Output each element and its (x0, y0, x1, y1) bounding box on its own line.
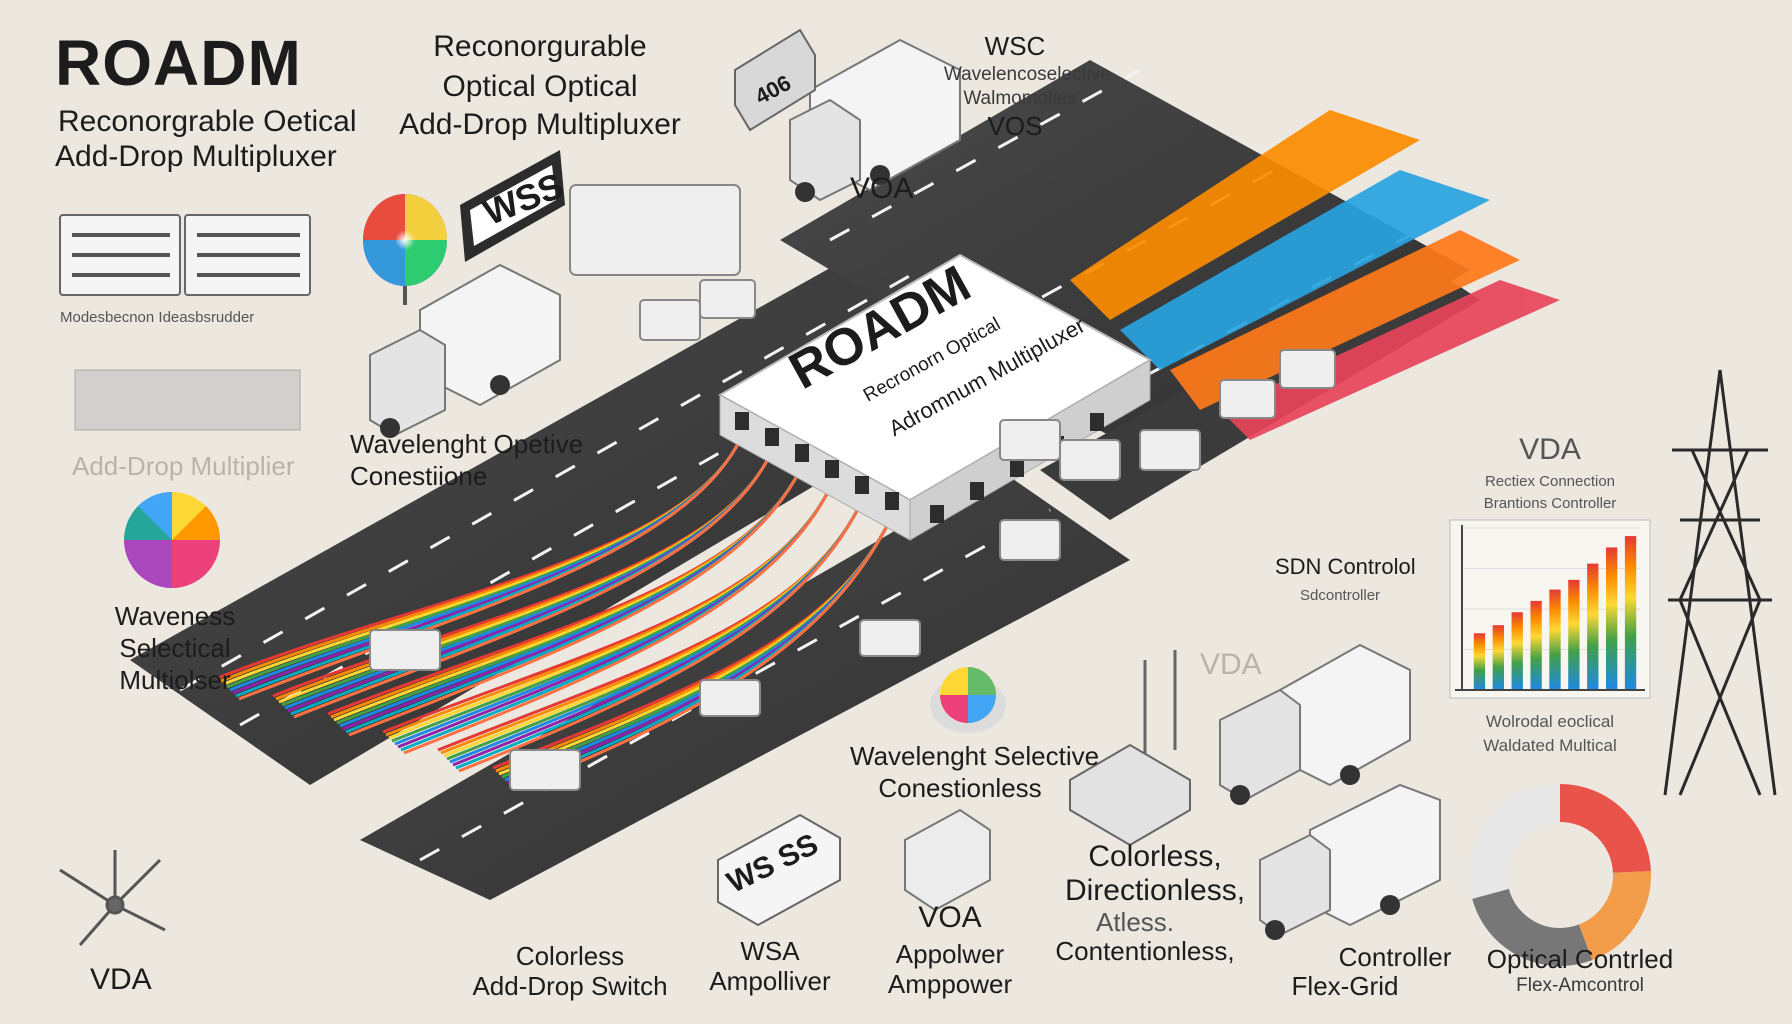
vda-right-line-2: Brantions Controller (1483, 495, 1617, 512)
transmission-tower (1663, 369, 1777, 796)
truck-left (369, 263, 561, 438)
center-title-line-1: Reconorgurable (433, 30, 647, 63)
chart-bar-4 (1530, 600, 1542, 690)
controller-line-2: Flex-Grid (1291, 971, 1399, 1001)
colorless-line-2: Add-Drop Switch (472, 971, 668, 1001)
top-device-406 (734, 28, 816, 132)
sdn-line-1: SDN Controlol (1275, 554, 1416, 579)
cdc-line-4: Contentionless, (1055, 936, 1235, 966)
router-device (1069, 650, 1191, 847)
truck-top (789, 38, 961, 202)
voa-bottom-line-1: VOA (918, 901, 982, 934)
chart-bar-5 (1549, 589, 1561, 690)
vda-right-title: VDA (1519, 433, 1581, 466)
chart-bar-9 (1624, 536, 1637, 690)
title-line-2: Add-Drop Multipluxer (55, 140, 337, 173)
fiber-strand (348, 469, 802, 737)
left-wheel-line-3: Multiolser (119, 665, 231, 695)
voa-bottom-line-3: Amppower (887, 969, 1013, 999)
vda-right-line-1: Rectiex Connection (1484, 473, 1616, 490)
chart-bar-8 (1606, 547, 1618, 690)
truck-bottom-right (1219, 643, 1411, 805)
chart-bar-1 (1473, 633, 1486, 690)
chart-bar-7 (1587, 563, 1599, 690)
colorless-line-1: Colorless (515, 941, 625, 971)
left-wheel-line-1: Waveness (114, 601, 236, 631)
left-wheel-line-2: Selectical (119, 633, 231, 663)
wsc-line-2: Walmomolies (963, 88, 1077, 109)
chart-caption-line-2: Waldated Multical (1483, 736, 1617, 755)
fiber-band-orange (1070, 110, 1420, 320)
donut-chart-right (1469, 784, 1651, 966)
fiber-band-orange-2 (1170, 230, 1520, 410)
controller-line-1: Controller (1338, 942, 1452, 972)
fiber-strand (293, 454, 772, 719)
wsa-line-1: WSA (740, 936, 800, 966)
voa-bottom-line-2: Appolwer (895, 939, 1005, 969)
wavelength-cond-line-2: Conestiione (350, 461, 488, 491)
fiber-strand (458, 504, 862, 773)
cdc-line-1: Colorless, (1088, 840, 1222, 873)
wss-signboard (460, 150, 565, 262)
wsc-label: WSC (984, 31, 1046, 61)
fiber-connectors (369, 184, 1336, 791)
wss-box-bottom (717, 813, 841, 927)
fiber-strand (238, 439, 742, 701)
chart-bar-2 (1492, 625, 1504, 690)
center-title-line-3: Add-Drop Multipluxer (399, 108, 681, 141)
add-drop-faded-label: Add-Drop Multiplier (72, 451, 295, 481)
voa-device-bottom (904, 808, 991, 912)
center-title-line-2: Optical Optical (442, 70, 638, 103)
wsc-line-1: Wavelencoselective (943, 64, 1112, 85)
chart-bar-3 (1511, 612, 1523, 690)
left-panel-caption: Modesbecnon Ideasbsrudder (60, 309, 255, 326)
main-title: ROADM (55, 27, 302, 99)
fiber-bundles-lower (217, 439, 892, 791)
vda-left-label: VDA (90, 963, 152, 996)
wsa-line-2: Ampolliver (709, 966, 831, 996)
fiber-band-red (1220, 280, 1560, 440)
fiber-band-blue (1120, 170, 1490, 370)
color-disc-center (930, 667, 1006, 733)
color-wheel-left (124, 491, 221, 588)
wavelength-sel-line-2: Conestionless (878, 773, 1042, 803)
fiber-strand (513, 519, 892, 791)
bar-chart (1449, 519, 1651, 699)
voa-top-label: VOA (850, 172, 914, 205)
chart-bar-6 (1568, 579, 1580, 690)
color-wheel-top (363, 194, 447, 305)
chart-caption-line-1: Wolrodal eoclical (1485, 712, 1615, 731)
optical-line-2: Flex-Amcontrol (1516, 975, 1644, 996)
cdc-line-3: Atless. (1095, 907, 1175, 937)
panel-rows (72, 233, 300, 277)
sdn-line-2: Sdcontroller (1300, 587, 1381, 604)
antenna-tripod-left (59, 850, 166, 946)
wavelength-cond-line-1: Wavelenght Opetive (350, 429, 584, 459)
fiber-strand (403, 487, 832, 755)
chart-bars (1473, 536, 1637, 690)
optical-line-1: Optical Contrled (1486, 944, 1674, 974)
truck-bottom (1259, 783, 1441, 940)
fiber-bundles-upper (1070, 110, 1560, 440)
faded-equipment-left (74, 369, 301, 431)
vda-faded-label: VDA (1200, 648, 1262, 681)
wavelength-sel-line-1: Wavelenght Selective (850, 741, 1100, 771)
vos-label: VOS (987, 111, 1043, 141)
title-line-1: Reconorgrable Oetical (58, 105, 357, 138)
cdc-line-2: Directionless, (1064, 874, 1246, 907)
